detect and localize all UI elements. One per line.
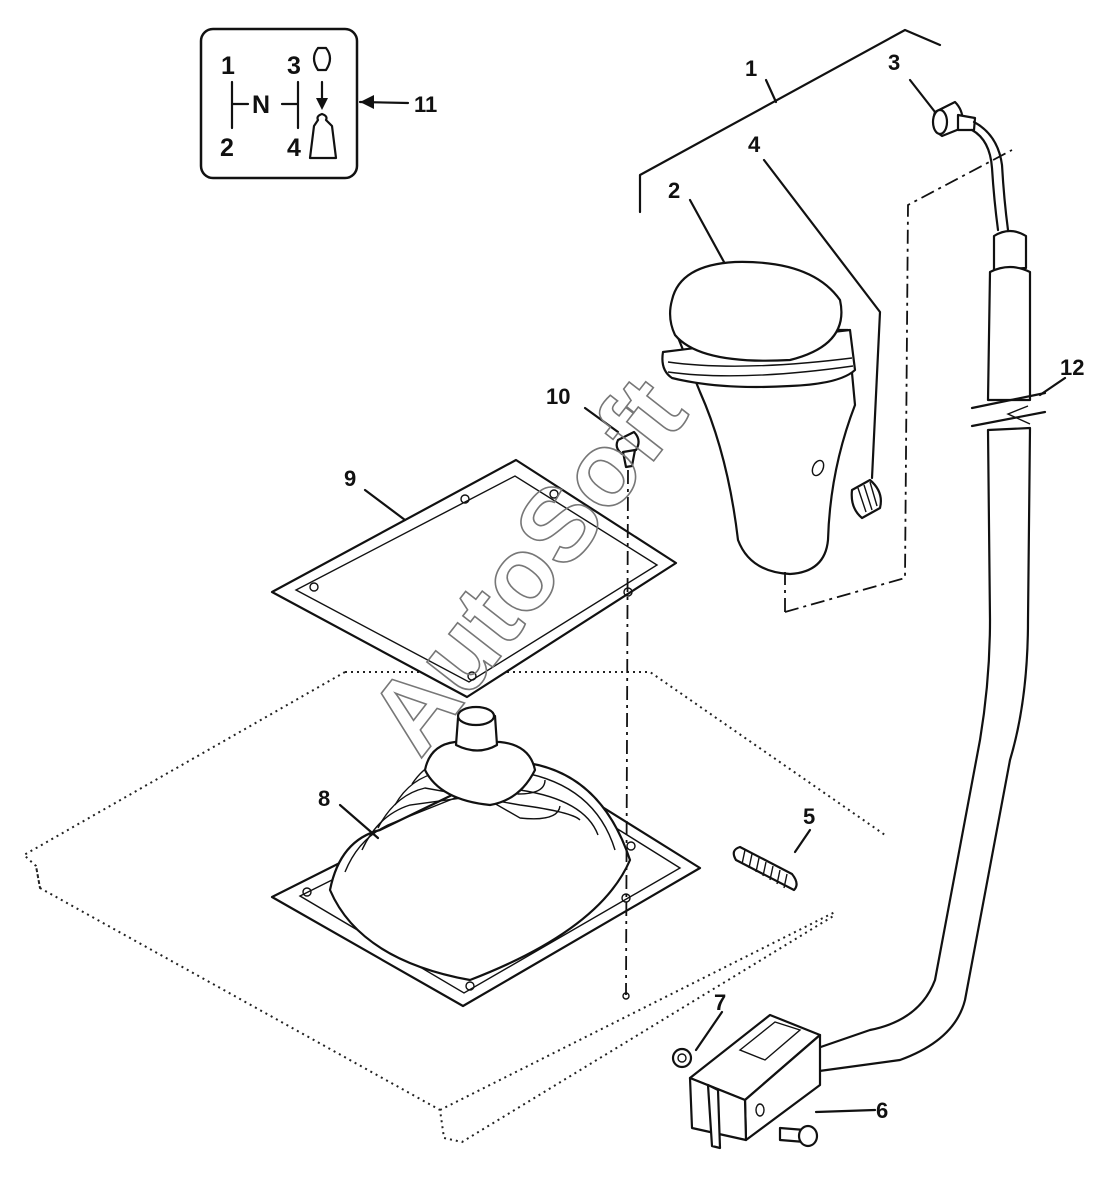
floor-panel bbox=[22, 671, 886, 1144]
screw bbox=[615, 430, 640, 469]
gear-1-label: 1 bbox=[221, 52, 235, 80]
callout-2: 2 bbox=[668, 178, 680, 203]
knob-icon bbox=[308, 112, 338, 160]
spring-pin bbox=[732, 845, 798, 892]
up-down-arrow-icon bbox=[312, 46, 332, 72]
callout-4: 4 bbox=[748, 132, 761, 157]
callout-9: 9 bbox=[344, 466, 356, 491]
callout-5: 5 bbox=[803, 804, 815, 829]
callout-1: 1 bbox=[745, 56, 757, 81]
shift-pattern-box bbox=[199, 27, 359, 180]
assembly-bracket bbox=[638, 28, 942, 214]
callout-7: 7 bbox=[714, 990, 726, 1015]
boot-retainer-frame bbox=[270, 458, 678, 699]
shift-lever bbox=[810, 229, 1047, 1074]
leader-lines bbox=[338, 78, 1067, 1114]
shift-boot bbox=[328, 705, 632, 982]
neutral-label: N bbox=[252, 91, 270, 119]
shift-knob bbox=[661, 260, 857, 576]
callout-3: 3 bbox=[888, 50, 900, 75]
set-screw bbox=[850, 478, 882, 520]
gear-3-label: 3 bbox=[287, 52, 301, 80]
assembly-outline bbox=[784, 149, 1013, 613]
alignment-line bbox=[625, 469, 629, 996]
callout-8: 8 bbox=[318, 786, 330, 811]
kickdown-switch bbox=[931, 100, 1010, 232]
lever-base bbox=[688, 1013, 822, 1150]
callout-12: 12 bbox=[1060, 355, 1084, 380]
gear-4-label: 4 bbox=[287, 134, 301, 162]
gear-2-label: 2 bbox=[220, 134, 234, 162]
callout-11: 11 bbox=[414, 92, 437, 117]
bolt bbox=[778, 1124, 819, 1148]
callout-10: 10 bbox=[546, 384, 570, 409]
nut bbox=[671, 1047, 693, 1069]
callout-6: 6 bbox=[876, 1098, 888, 1123]
